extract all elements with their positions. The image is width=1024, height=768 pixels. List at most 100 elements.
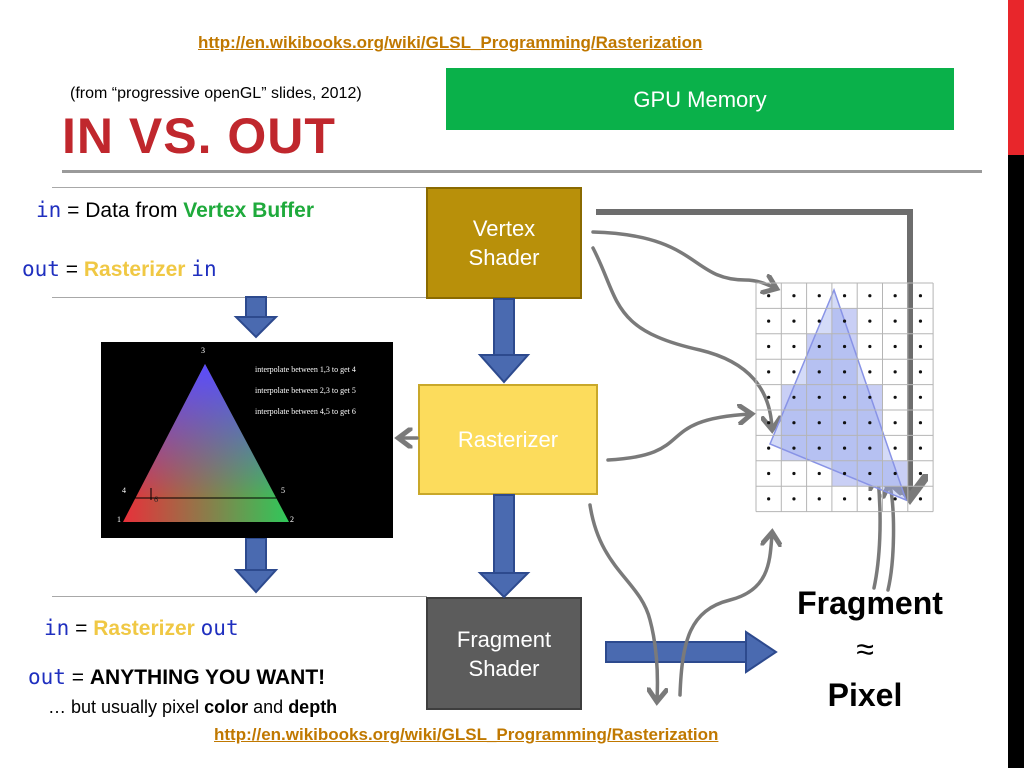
pixel-center-dot <box>842 370 847 374</box>
bottom-link[interactable]: http://en.wikibooks.org/wiki/GLSL_Progra… <box>214 725 719 744</box>
pixel-center-dot <box>868 421 872 425</box>
curve-vertex-to-grid-mid <box>591 246 772 428</box>
pixel-center-dot <box>817 395 821 399</box>
tri-vertex-5: 5 <box>281 486 285 495</box>
fragment-pixel-line3: Pixel <box>827 677 903 713</box>
fragment-top-line <box>52 596 427 597</box>
pixel-center-dot <box>893 395 897 399</box>
pixel-center-dot <box>792 446 796 450</box>
pixel-center-dot <box>842 344 847 349</box>
vertex-out-target: Rasterizer <box>83 258 186 281</box>
pixel-center-dot <box>868 319 872 323</box>
tri-note-3: interpolate between 4,5 to get 6 <box>255 407 356 416</box>
rasterizer-label: Rasterizer <box>457 427 559 452</box>
pixel-center-dot <box>842 395 847 399</box>
pixel-center-dot <box>842 421 847 425</box>
page-title: IN VS. OUT <box>62 108 336 164</box>
fragment-note-depth: depth <box>288 697 338 717</box>
pixel-center-dot <box>792 497 796 501</box>
fragment-out-eq: = <box>71 666 85 689</box>
vertex-shader-box: Vertex Shader <box>426 187 582 299</box>
pixel-center-dot <box>893 370 897 374</box>
blue-arrow-left-top <box>233 296 279 339</box>
pixel-center-dot <box>767 294 771 298</box>
vertex-in-line: in = Data from Vertex Buffer <box>36 198 314 223</box>
vertex-shader-line2: Shader <box>468 245 540 270</box>
gpu-memory-label: GPU Memory <box>633 86 767 112</box>
vertex-in-keyword: in <box>36 198 62 222</box>
sidebar-black <box>1008 155 1024 768</box>
pixel-center-dot <box>893 421 897 425</box>
blue-arrow-vertex-to-raster <box>477 298 531 384</box>
curve-raster-down <box>588 503 657 700</box>
pixel-center-dot <box>918 497 923 501</box>
pixel-center-dot <box>868 471 872 476</box>
pixel-center-dot <box>868 497 872 501</box>
pixel-center-dot <box>792 344 796 349</box>
pixel-center-dot <box>767 395 771 399</box>
pixel-center-dot <box>792 294 796 298</box>
pixel-center-dot <box>893 471 897 476</box>
pixel-center-dot <box>918 471 923 476</box>
fragment-shader-line2: Shader <box>468 655 540 681</box>
tri-vertex-3: 3 <box>201 346 205 355</box>
pixel-center-dot <box>842 319 847 323</box>
fragment-in-suffix: out <box>200 616 239 640</box>
vertex-top-line <box>52 187 427 188</box>
pixel-center-dot <box>893 446 897 450</box>
pixel-center-dot <box>817 344 821 349</box>
vertex-out-keyword: out <box>22 257 60 281</box>
pixel-center-dot <box>792 370 796 374</box>
pixel-center-dot <box>893 344 897 349</box>
vertex-in-text: = Data from <box>67 199 178 222</box>
sidebar-red <box>1008 0 1024 155</box>
fragment-in-source: Rasterizer <box>93 617 195 640</box>
pixel-center-dot <box>792 471 796 476</box>
fragment-out-keyword: out <box>28 665 66 689</box>
pixel-center-dot <box>792 421 796 425</box>
tri-note-2: interpolate between 2,3 to get 5 <box>255 386 356 395</box>
pixel-center-dot <box>767 446 771 450</box>
pixel-center-dot <box>842 446 847 450</box>
fragment-note: … but usually pixel color and depth <box>48 697 337 718</box>
gpu-memory-box: GPU Memory <box>446 68 954 130</box>
top-link[interactable]: http://en.wikibooks.org/wiki/GLSL_Progra… <box>198 33 703 52</box>
fragment-out-text: ANYTHING YOU WANT! <box>89 666 326 689</box>
pixel-center-dot <box>918 344 923 349</box>
pixel-center-dot <box>817 446 821 450</box>
interpolated-triangle <box>123 364 289 522</box>
blue-arrow-left-bottom <box>233 537 279 594</box>
blue-arrow-raster-to-fragment <box>477 494 531 599</box>
pixel-center-dot <box>918 370 923 374</box>
pixel-center-dot <box>918 395 923 399</box>
fragment-pixel-line1: Fragment <box>797 585 943 621</box>
pixel-center-dot <box>792 319 796 323</box>
pixel-center-dot <box>817 319 821 323</box>
source-note: (from “progressive openGL” slides, 2012) <box>70 85 362 102</box>
curve-fragment-up-2 <box>888 485 894 592</box>
curve-fragment-up-1 <box>874 478 880 590</box>
pixel-center-dot <box>842 294 847 298</box>
fragment-shader-line1: Fragment <box>456 626 552 652</box>
triangle-image: 1 2 3 4 5 6 interpolate between 1,3 to g… <box>101 342 393 538</box>
pixel-center-dot <box>842 497 847 501</box>
blue-arrow-fragment-out <box>605 630 778 674</box>
fragment-note-and: and <box>253 697 284 717</box>
raster-triangle <box>769 287 908 502</box>
fragment-note-pre: … but usually pixel <box>48 697 200 717</box>
pixel-center-dot <box>918 446 923 450</box>
pixel-center-dot <box>868 370 872 374</box>
pixel-center-dot <box>792 395 796 399</box>
pixel-center-dot <box>918 319 923 323</box>
pixel-center-dot <box>868 294 872 298</box>
curve-vertex-to-grid-top <box>591 230 775 288</box>
fragment-in-eq: = <box>75 617 88 640</box>
pixel-center-dot <box>893 319 897 323</box>
fragment-out-line: out = ANYTHING YOU WANT! <box>28 665 325 690</box>
curve-raster-to-grid <box>606 414 750 462</box>
pixel-center-dot <box>767 421 771 425</box>
vertex-out-eq: = <box>65 258 79 281</box>
pixel-grid <box>755 282 934 513</box>
pixel-center-dot <box>767 344 771 349</box>
